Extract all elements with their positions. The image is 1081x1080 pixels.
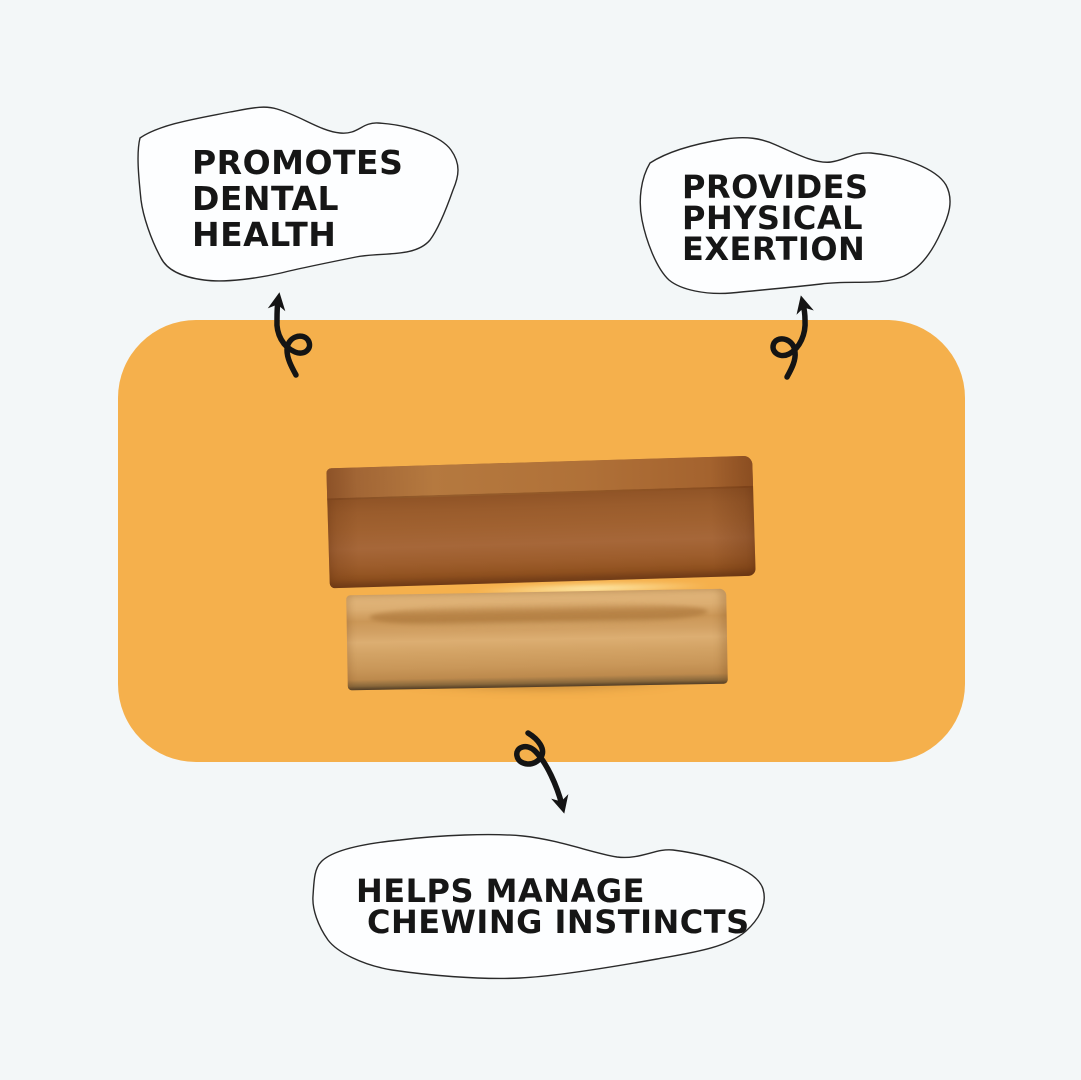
callout-line: EXERTION [682,230,866,268]
curly-arrow-chewing-icon [514,730,569,814]
callout-line: HEALTH [192,215,337,254]
callout-line: DENTAL [192,179,340,218]
callout-line: HELPS MANAGE [356,872,645,910]
curly-arrow-physical-icon [770,295,814,380]
callout-text-chewing: HELPS MANAGE CHEWING INSTINCTS [356,872,750,941]
callout-text-dental: PROMOTES DENTAL HEALTH [192,145,403,253]
callout-line: PHYSICAL [682,199,863,237]
callout-line: PROMOTES [192,143,404,182]
callout-text-physical: PROVIDES PHYSICAL EXERTION [682,168,869,268]
callout-line: CHEWING INSTINCTS [367,903,750,941]
callout-bubble-physical [639,136,951,295]
curly-arrow-dental-icon [267,292,313,378]
callout-line: PROVIDES [682,168,869,206]
callout-bubble-dental [137,106,459,282]
callout-bubble-chewing [312,833,765,980]
